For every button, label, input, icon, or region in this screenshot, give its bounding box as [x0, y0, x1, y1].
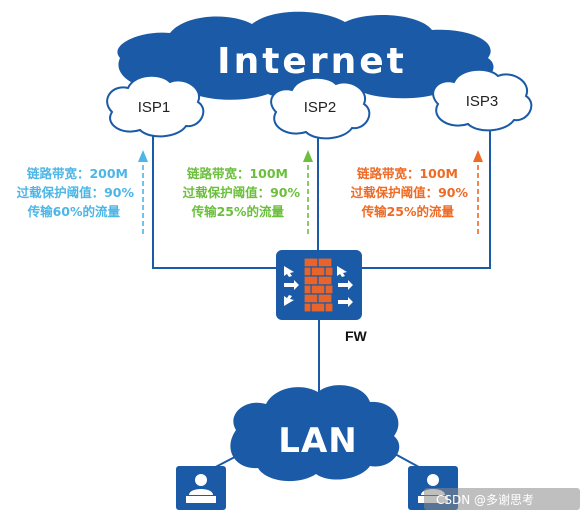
user-computer-icon — [176, 466, 226, 510]
lan-label: LAN — [278, 421, 357, 461]
isp3-label: ISP3 — [466, 93, 499, 110]
arrowhead-isp2 — [303, 150, 313, 162]
watermark-text: CSDN @多谢思考 — [436, 492, 534, 507]
internet-label: Internet — [217, 41, 407, 82]
isp1-threshold: 过载保护阈值：90% — [17, 185, 135, 200]
firewall-icon — [276, 250, 362, 320]
isp3-bandwidth: 链路带宽：100M — [357, 166, 458, 181]
isp3-traffic: 传输25%的流量 — [361, 204, 455, 219]
isp1-traffic: 传输60%的流量 — [27, 204, 121, 219]
firewall-arrows — [284, 266, 353, 307]
line-isp1-fw — [152, 128, 276, 269]
isp2-label: ISP2 — [304, 99, 337, 116]
watermark: CSDN @多谢思考 — [424, 488, 580, 510]
isp3-info: 链路带宽：100M 过载保护阈值：90% 传输25%的流量 — [351, 166, 469, 219]
isp1-bandwidth: 链路带宽：200M — [27, 166, 128, 181]
isp2-threshold: 过载保护阈值：90% — [183, 185, 301, 200]
internet-cloud: Internet — [117, 11, 494, 102]
isp1-label: ISP1 — [138, 99, 171, 116]
isp2-cloud: ISP2 — [270, 76, 371, 140]
isp1-info: 链路带宽：200M 过载保护阈值：90% 传输60%的流量 — [17, 166, 135, 219]
arrowhead-isp3 — [473, 150, 483, 162]
isp2-traffic: 传输25%的流量 — [191, 204, 285, 219]
firewall-label: FW — [345, 328, 368, 344]
lan-cloud: LAN — [230, 385, 400, 482]
isp2-bandwidth: 链路带宽：100M — [187, 166, 288, 181]
isp3-cloud: ISP3 — [432, 68, 533, 132]
traffic-arrows — [138, 150, 483, 234]
isp3-threshold: 过载保护阈值：90% — [351, 185, 469, 200]
isp1-cloud: ISP1 — [106, 74, 205, 138]
line-isp3-fw — [362, 128, 491, 269]
brick-wall — [303, 257, 334, 313]
arrowhead-isp1 — [138, 150, 148, 162]
isp2-info: 链路带宽：100M 过载保护阈值：90% 传输25%的流量 — [183, 166, 301, 219]
